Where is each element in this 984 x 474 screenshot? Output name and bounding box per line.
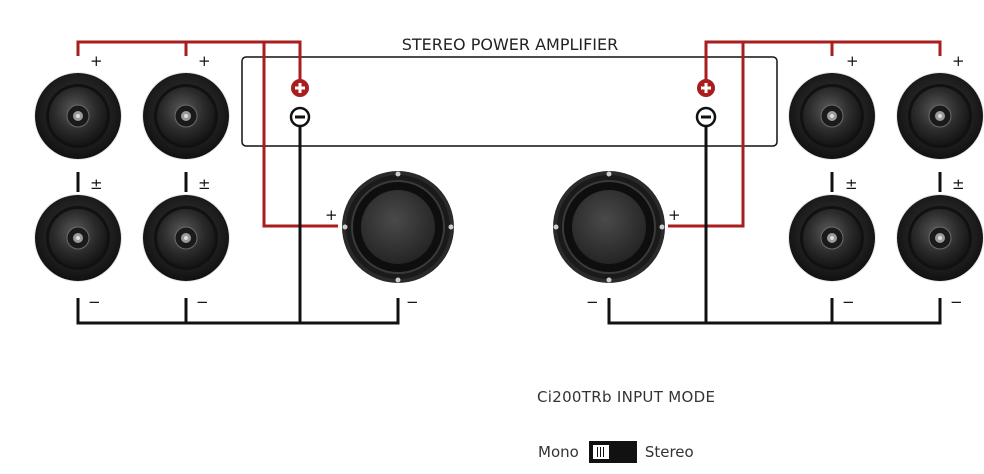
amplifier-box: [241, 56, 778, 147]
terminal-minus-label: −: [88, 293, 101, 311]
input-mode-selector: Mono Stereo: [538, 441, 694, 463]
ceiling-speaker-icon: [895, 193, 984, 283]
mode-option-mono[interactable]: Mono: [538, 443, 579, 461]
subwoofer-icon: [552, 170, 666, 284]
right-negative-terminal-icon: [695, 106, 717, 128]
ceiling-speaker-icon: [787, 193, 877, 283]
terminal-plus-label: +: [90, 52, 103, 70]
ceiling-speaker-icon: [33, 71, 123, 161]
terminal-minus-label: −: [950, 293, 963, 311]
input-mode-toggle[interactable]: [588, 441, 637, 463]
left-negative-terminal-icon: [289, 106, 311, 128]
terminal-plus-minus-label: ±: [198, 175, 211, 193]
terminal-plus-label: +: [198, 52, 211, 70]
input-mode-title: Ci200TRb INPUT MODE: [537, 388, 716, 406]
terminal-minus-label: −: [196, 293, 209, 311]
left-positive-terminal-icon: [291, 79, 309, 97]
toggle-knob[interactable]: [591, 444, 610, 460]
ceiling-speaker-icon: [141, 71, 231, 161]
terminal-plus-label: +: [668, 206, 681, 224]
mode-option-stereo[interactable]: Stereo: [644, 443, 694, 461]
terminal-minus-label: −: [842, 293, 855, 311]
terminal-plus-minus-label: ±: [952, 175, 965, 193]
terminal-plus-label: +: [952, 52, 965, 70]
ceiling-speaker-icon: [787, 71, 877, 161]
right-negative-wires: [607, 124, 942, 325]
terminal-plus-label: +: [846, 52, 859, 70]
terminal-plus-minus-label: ±: [845, 175, 858, 193]
ceiling-speaker-icon: [895, 71, 984, 161]
amplifier-title: STEREO POWER AMPLIFIER: [402, 35, 619, 54]
terminal-minus-label: −: [406, 293, 419, 311]
ceiling-speaker-icon: [33, 193, 123, 283]
right-positive-terminal-icon: [697, 79, 715, 97]
left-positive-wires: [76, 40, 338, 228]
right-positive-wires: [668, 40, 942, 228]
subwoofer-icon: [341, 170, 455, 284]
ceiling-speaker-icon: [141, 193, 231, 283]
left-negative-wires: [76, 124, 400, 325]
terminal-plus-label: +: [325, 206, 338, 224]
terminal-plus-minus-label: ±: [90, 175, 103, 193]
terminal-minus-label: −: [586, 293, 599, 311]
